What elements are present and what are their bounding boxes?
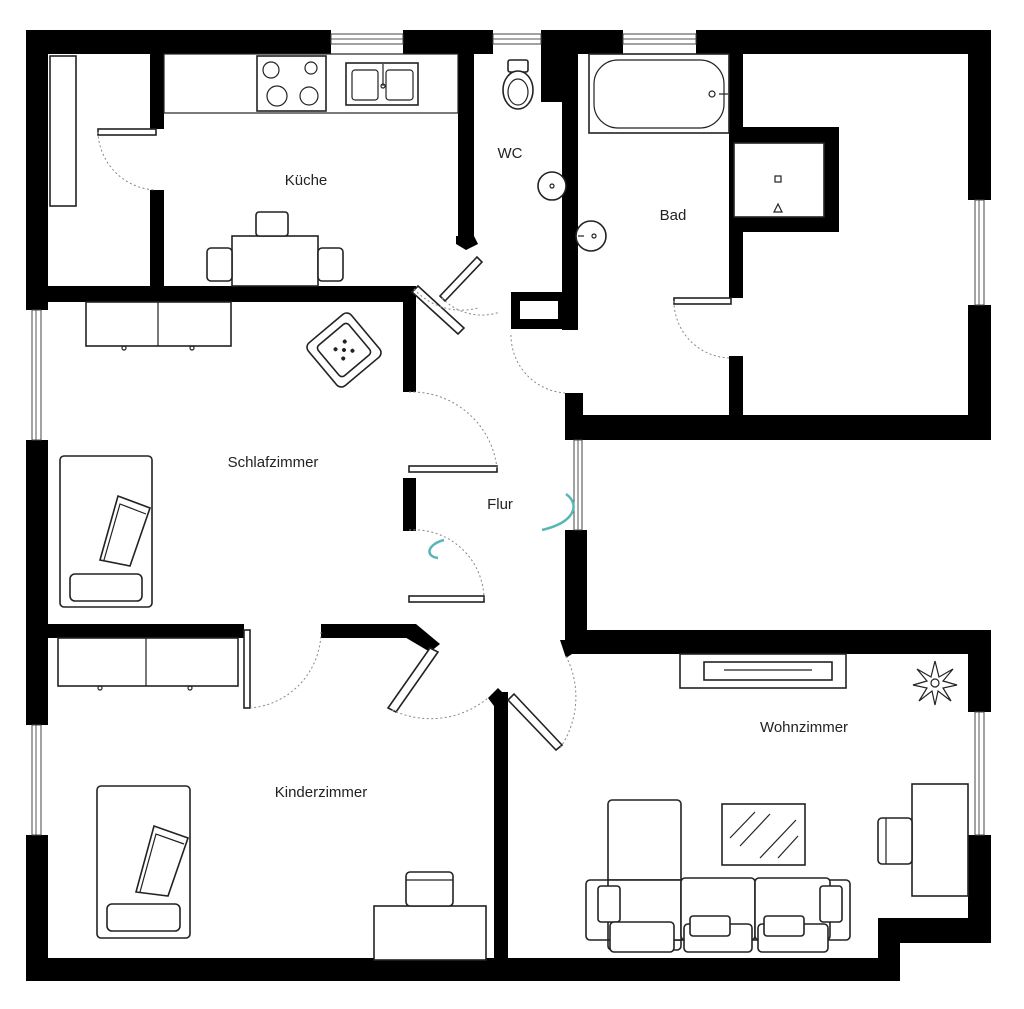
tv-board (679, 653, 847, 689)
door-leaf (408, 465, 498, 473)
wardrobe-kinderzimmer (57, 637, 239, 691)
bed-kinderzimmer (96, 785, 191, 939)
room-label-bad: Bad (660, 207, 687, 224)
toilet-icon (502, 59, 534, 110)
walls (26, 30, 991, 981)
doors (97, 128, 732, 752)
room-label-wc: WC (498, 145, 523, 162)
sofa (585, 799, 851, 953)
door-leaf (408, 595, 485, 603)
wardrobe (49, 55, 77, 207)
kitchen-counter (163, 53, 459, 114)
door-leaf (243, 629, 251, 709)
door-leaf (97, 128, 157, 136)
desk-wohnzimmer (877, 783, 969, 897)
room-label-schlafzimmer: Schlafzimmer (228, 454, 319, 471)
room-label-flur: Flur (487, 496, 513, 513)
room-label-kinderzimmer: Kinderzimmer (275, 784, 368, 801)
plant-icon (912, 660, 958, 706)
coffee-table (721, 803, 806, 866)
bathtub-icon (588, 53, 730, 134)
room-label-wohnzimmer: Wohnzimmer (760, 719, 848, 736)
watermark (428, 492, 575, 560)
kitchen-table (206, 211, 344, 287)
wc-basin-icon (537, 171, 567, 201)
armchair-icon (306, 312, 382, 388)
windows (31, 33, 985, 836)
room-label-kueche: Küche (285, 172, 328, 189)
desk-kinderzimmer (373, 871, 487, 961)
shower-icon (733, 142, 825, 218)
wardrobe-schlafzimmer (85, 301, 232, 351)
bath-basin-icon (575, 220, 607, 252)
bed-schlafzimmer (59, 455, 153, 608)
door-leaf (673, 297, 732, 305)
